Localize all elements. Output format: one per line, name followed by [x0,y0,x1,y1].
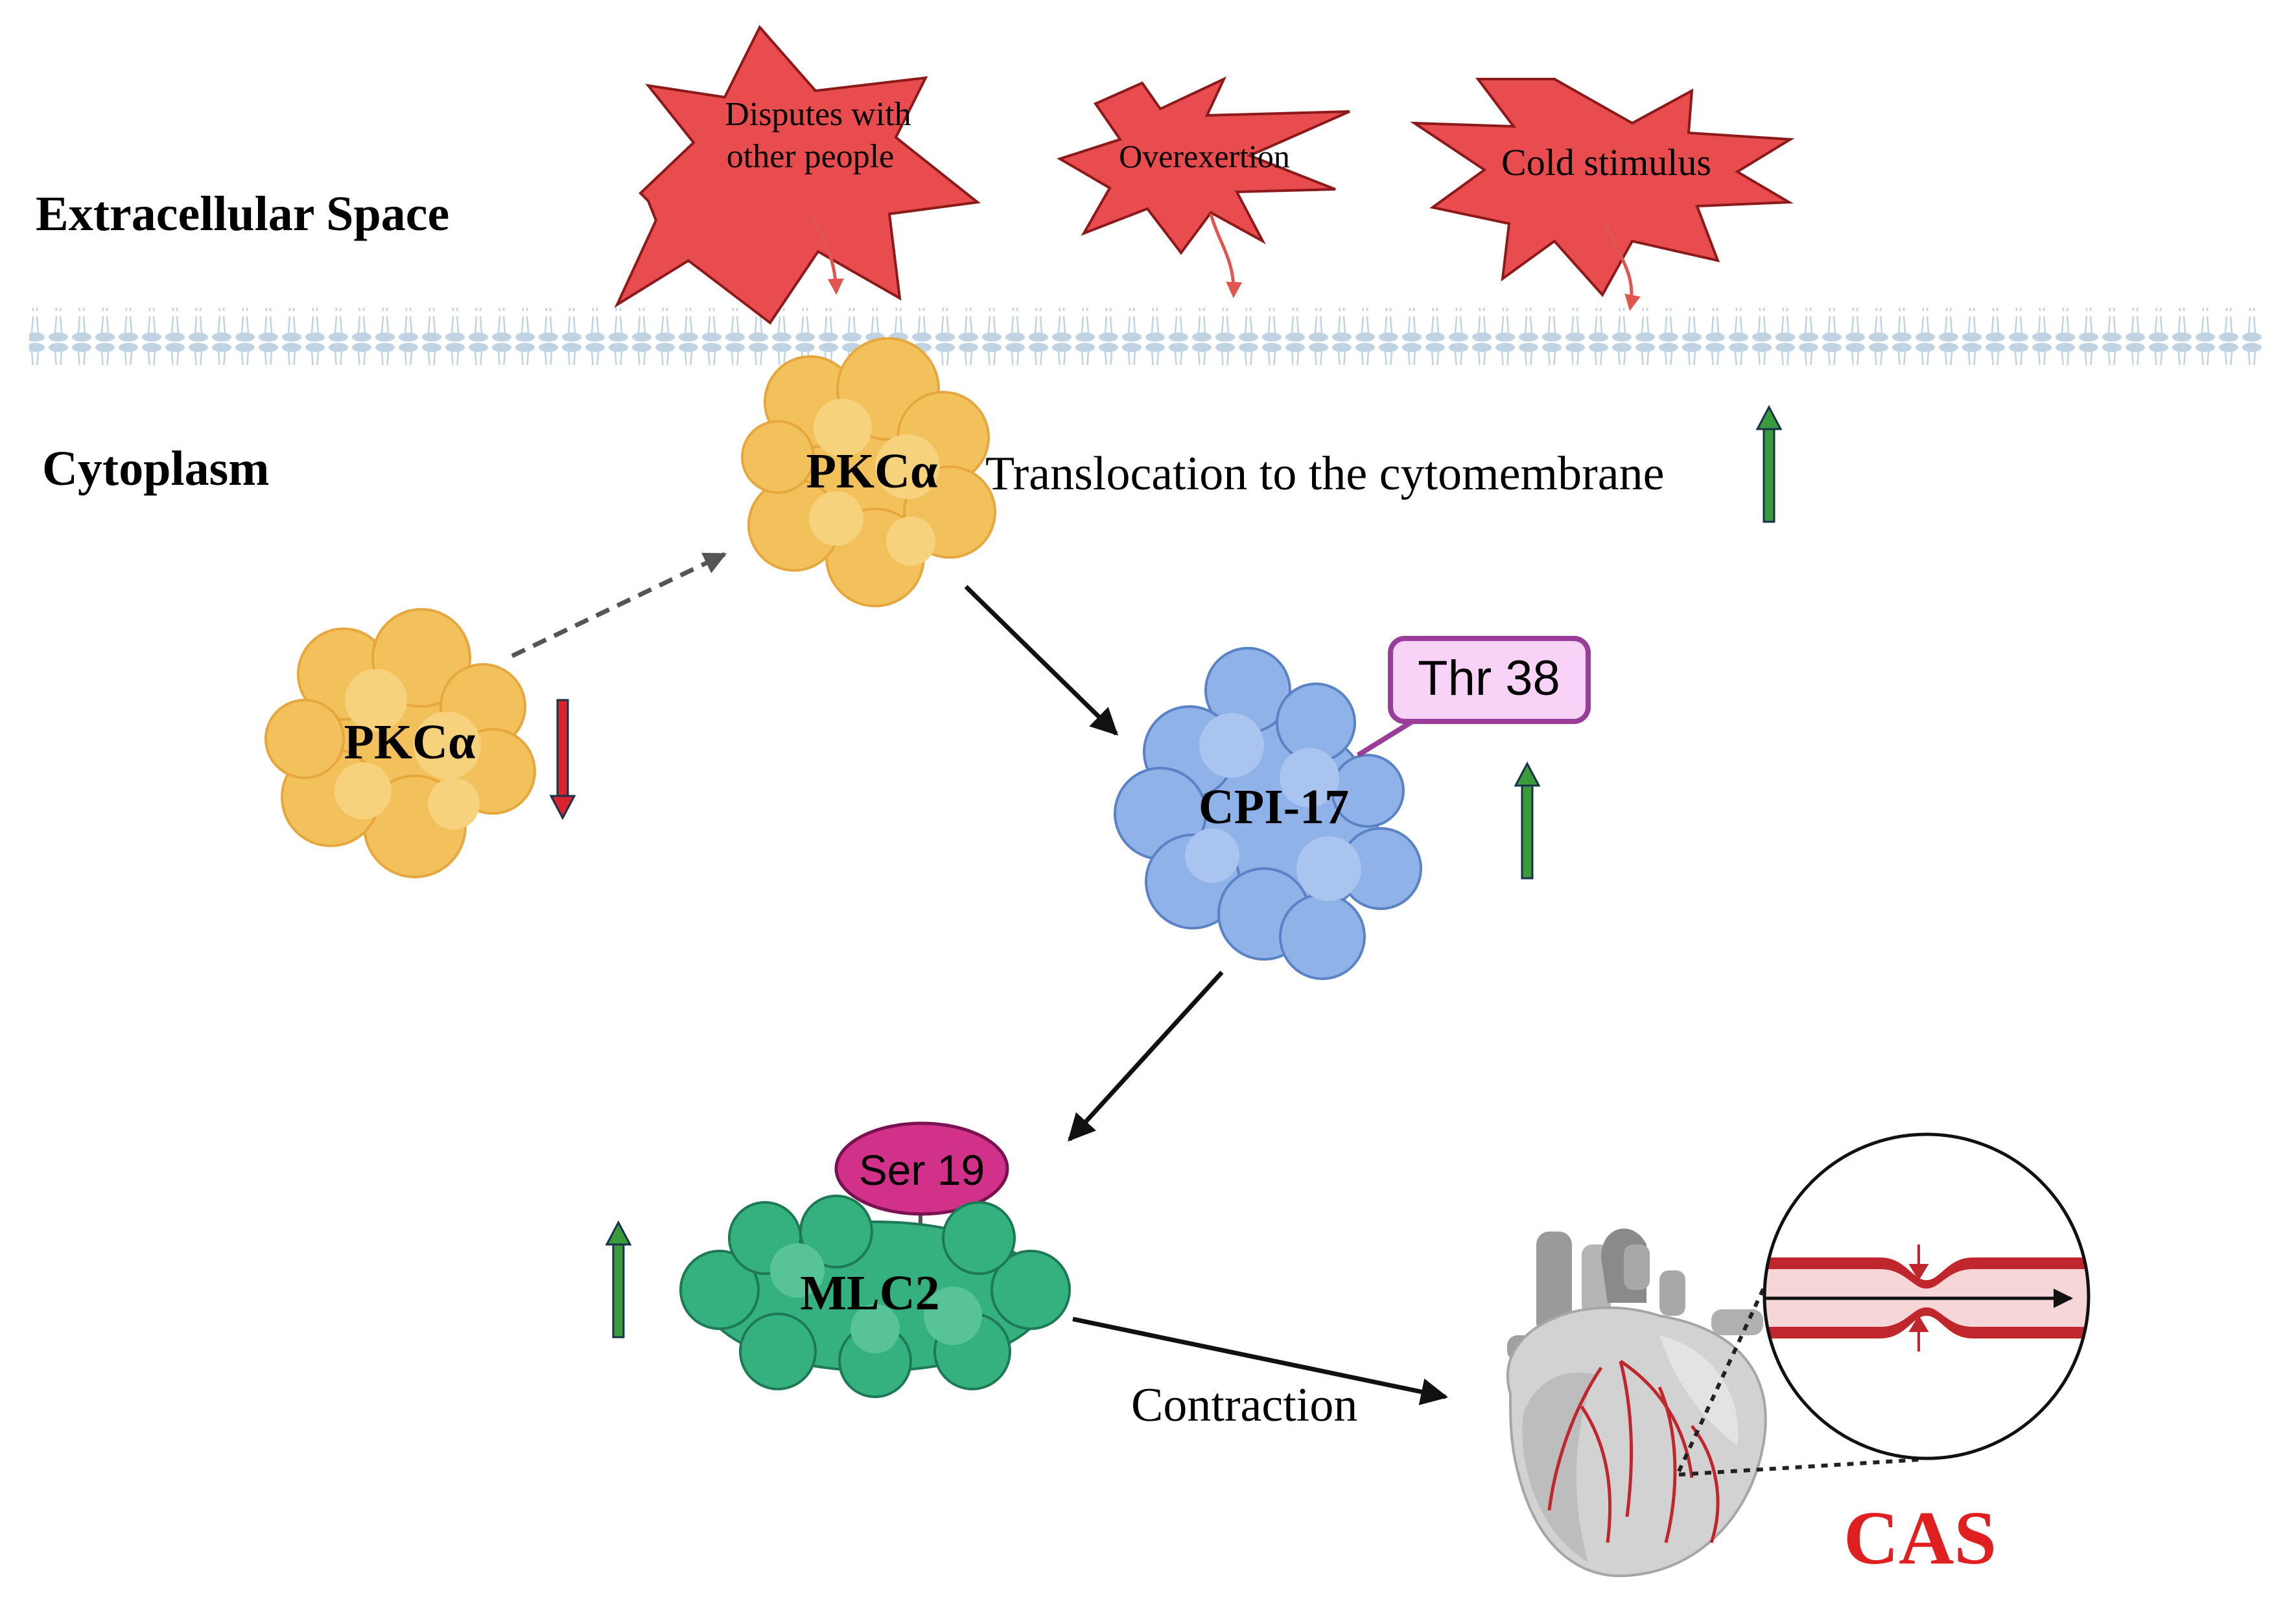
contraction-arrow [1072,1316,1449,1405]
heart-illustration [1506,1228,1767,1578]
contraction-label: Contraction [1131,1379,1357,1432]
stimulus-disputes-line2: other people [727,138,894,175]
mlc2-protein: MLC2 [679,1195,1071,1398]
mlc2-label: MLC2 [800,1266,939,1320]
stimulus-cold-text: Cold stimulus [1501,141,1711,183]
constriction-arrows [1908,1245,1929,1351]
cpi17-up-arrow [1514,761,1541,880]
ser19-site: Ser 19 [834,1121,1009,1216]
ser19-label: Ser 19 [859,1146,985,1194]
coronary-arteries [1547,1359,1720,1543]
stimulus-overexertion-text: Overexertion [1119,138,1290,174]
translocation-text: Translocation to the cytomembrane [985,447,1664,500]
stimulus-arrow-1 [810,212,844,295]
thr38-label: Thr 38 [1418,651,1560,706]
mlc2-up-arrow [605,1220,632,1338]
stimulus-starburst [1057,76,1350,255]
cpi17-label: CPI-17 [1199,780,1349,834]
pkc-cytoplasm-protein: PKCα [264,608,536,878]
stimulus-overexertion: Overexertion [1057,76,1350,255]
thr38-site: Thr 38 [1388,636,1591,724]
cytoplasm-label: Cytoplasm [42,441,269,496]
stimulus-arrow-3 [1604,223,1641,311]
vessel-stenosis-lens [1763,1132,2091,1460]
pkc-membrane-protein: PKCα [741,337,996,607]
cpi17-protein: CPI-17 [1114,647,1422,980]
stimulus-cold: Cold stimulus [1410,78,1795,298]
stimulus-disputes-line1: Disputes with [725,96,911,133]
stimulus-starburst [614,25,981,325]
stimulus-disputes: Disputes with other people [614,25,981,325]
stimulus-starburst [1410,78,1795,298]
dashed-translocation-arrow [511,552,727,659]
cell-membrane [29,308,2266,365]
extracellular-label: Extracellular Space [36,187,449,241]
stimulus-arrow-2 [1209,213,1243,298]
arrow-pkc-to-cpi17 [964,585,1119,736]
outcome-cas-label: CAS [1844,1495,1997,1580]
translocation-up-arrow [1755,404,1783,523]
pkc-cytoplasm-label: PKCα [344,715,476,769]
magnifier-line-bottom [1678,1458,1919,1477]
pkc-membrane-label: PKCα [806,444,938,498]
arrow-cpi17-to-mlc2 [1068,970,1224,1142]
pkc-down-arrow [549,699,576,821]
